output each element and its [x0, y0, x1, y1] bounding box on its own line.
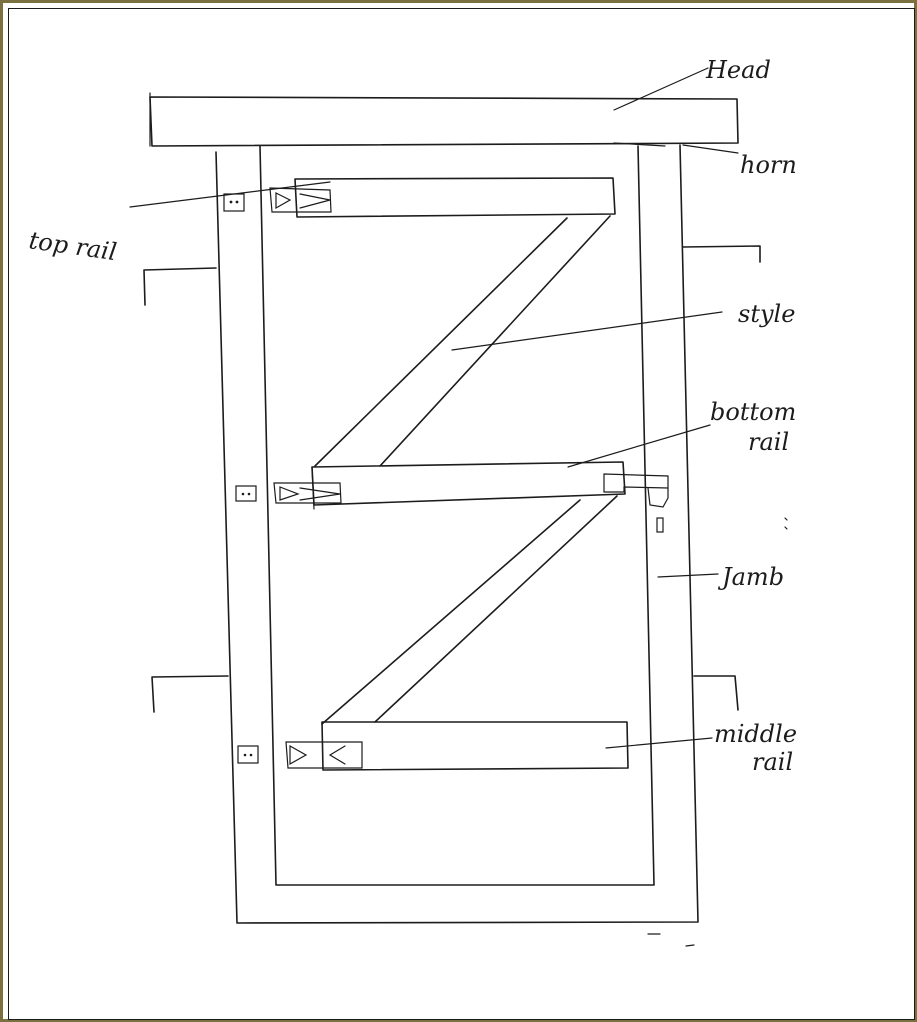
lower-diagonal-brace — [321, 495, 618, 725]
upper-diagonal-brace — [314, 215, 611, 467]
label-top-rail: top rail — [27, 226, 118, 266]
nail-dot — [241, 492, 245, 496]
nail-dot — [243, 753, 247, 757]
label-style: style — [738, 300, 795, 328]
inner-frame — [8, 8, 915, 1020]
left-bracket-bottom — [151, 675, 229, 713]
middle-rail — [237, 721, 629, 771]
label-head: Head — [705, 56, 771, 84]
door-handle — [603, 473, 669, 533]
label-horn: horn — [740, 151, 797, 179]
outer-frame — [215, 142, 699, 924]
bottom-rail — [235, 461, 626, 510]
label-middle-rail-1: middle — [714, 720, 797, 748]
right-bracket-bottom — [693, 675, 739, 711]
leader-lines — [129, 67, 739, 749]
nail-dot — [247, 492, 251, 496]
right-bracket-top — [682, 245, 761, 263]
label-middle-rail-2: rail — [752, 748, 793, 776]
left-bracket-top — [143, 267, 217, 306]
label-bottom-rail-2: rail — [748, 428, 789, 456]
head-beam — [149, 92, 739, 147]
label-bottom-rail-1: bottom — [710, 398, 796, 426]
nail-dot — [235, 200, 239, 204]
nail-dot — [229, 200, 233, 204]
top-rail — [223, 177, 616, 218]
label-jamb: Jamb — [717, 563, 784, 591]
stray-marks — [647, 517, 788, 947]
nail-dot — [249, 753, 253, 757]
